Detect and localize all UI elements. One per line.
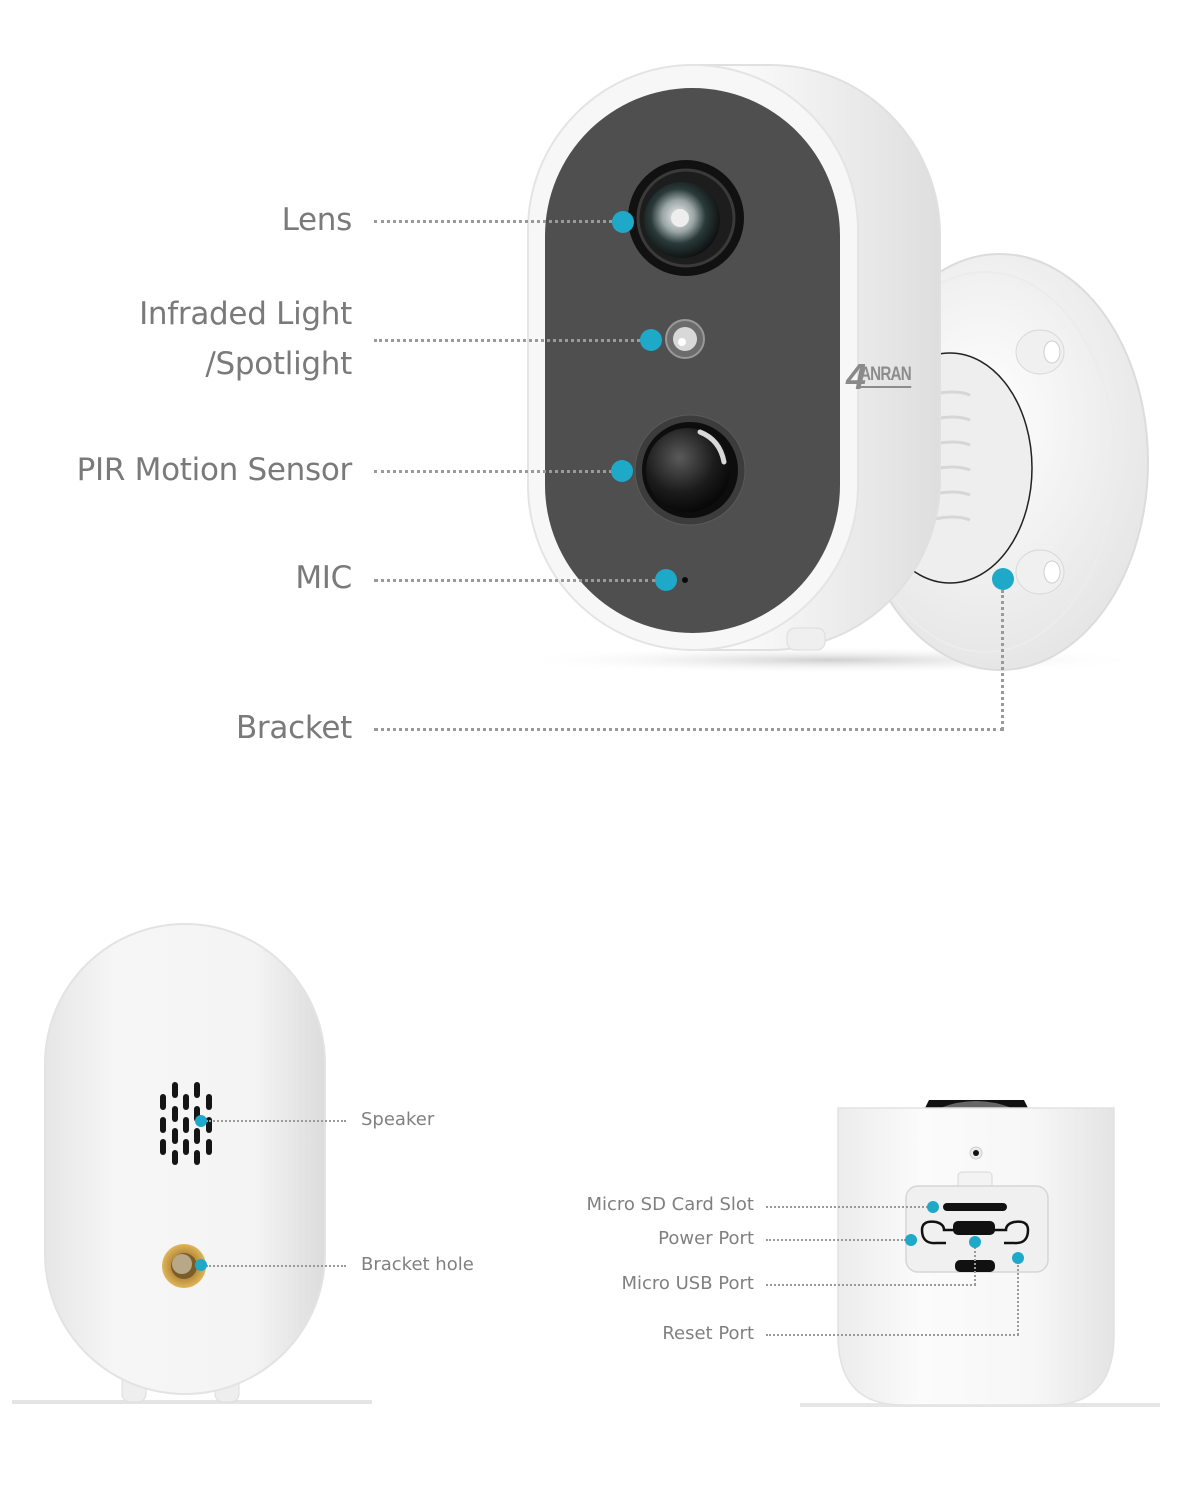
- pir-marker-dot: [611, 460, 633, 482]
- bracket-mount-illustration: [510, 64, 1150, 674]
- reset-port-leader-line-vertical: [1017, 1262, 1019, 1335]
- reset-port-marker-dot: [1012, 1252, 1024, 1264]
- infrared-leader-line: [374, 339, 640, 342]
- sd-card-slot-label: Micro SD Card Slot: [586, 1194, 754, 1215]
- bottom-view-camera-illustration: [800, 1100, 1160, 1407]
- mic-leader-line: [374, 579, 656, 582]
- bracket-marker-dot: [992, 568, 1014, 590]
- anran-logo-text: ANRAN: [860, 364, 912, 388]
- bracket-hole-leader-line: [206, 1265, 346, 1267]
- power-port-leader-line: [766, 1239, 906, 1241]
- mic-label: MIC: [295, 560, 352, 596]
- speaker-marker-dot: [195, 1115, 207, 1127]
- micro-usb-port-leader-line-horizontal: [766, 1284, 976, 1286]
- power-port-marker-dot: [905, 1234, 917, 1246]
- reset-port-label: Reset Port: [662, 1323, 754, 1344]
- back-view-camera-illustration: [12, 923, 372, 1404]
- power-port-label: Power Port: [658, 1228, 754, 1249]
- lens-marker-dot: [612, 211, 634, 233]
- infrared-marker-dot: [640, 329, 662, 351]
- mic-marker-dot: [655, 569, 677, 591]
- lens-leader-line: [374, 220, 612, 223]
- bracket-leader-line-vertical: [1001, 590, 1004, 730]
- pir-label: PIR Motion Sensor: [76, 452, 353, 488]
- speaker-label: Speaker: [361, 1109, 435, 1130]
- reset-port-leader-line-horizontal: [766, 1334, 1019, 1336]
- bracket-leader-line-horizontal: [374, 728, 1004, 731]
- lens-label: Lens: [281, 202, 353, 238]
- infrared-label-line1: Infraded Light: [139, 296, 352, 332]
- micro-usb-port-leader-line-vertical: [974, 1244, 976, 1285]
- bracket-hole-label: Bracket hole: [361, 1254, 474, 1275]
- bracket-label: Bracket: [235, 710, 352, 746]
- sd-card-slot-marker-dot: [927, 1201, 939, 1213]
- infrared-label-line2: /Spotlight: [205, 346, 352, 382]
- anran-logo: 4 ANRAN: [846, 356, 926, 397]
- sd-card-slot-leader-line: [766, 1206, 928, 1208]
- micro-usb-port-label: Micro USB Port: [621, 1273, 754, 1294]
- speaker-leader-line: [206, 1120, 346, 1122]
- pir-leader-line: [374, 470, 612, 473]
- bracket-hole-marker-dot: [195, 1259, 207, 1271]
- micro-usb-port-marker-dot: [969, 1236, 981, 1248]
